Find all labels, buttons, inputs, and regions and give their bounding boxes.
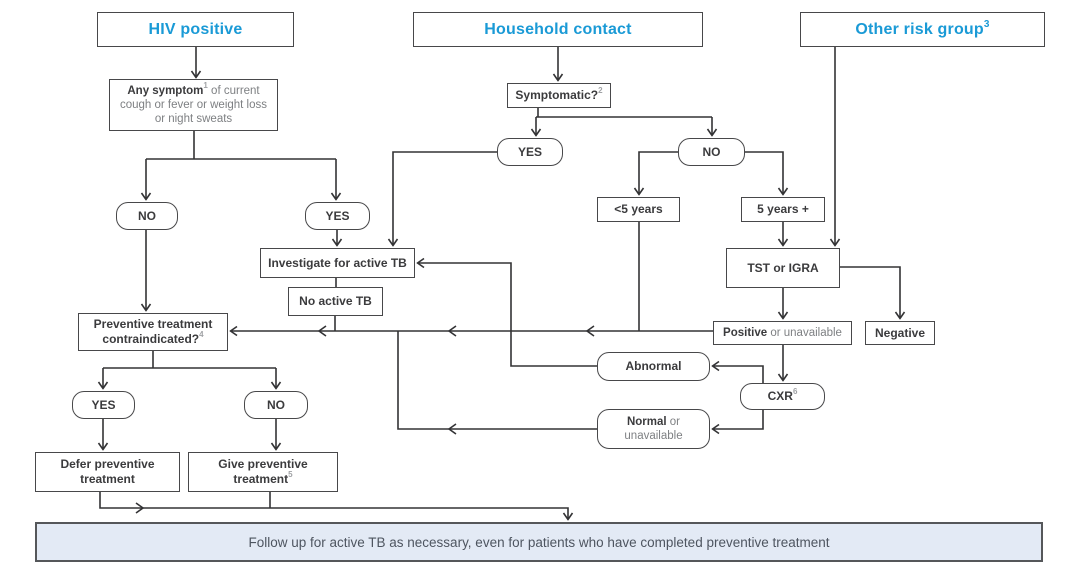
node-investigate-active-tb-label: Investigate for active TB [268, 255, 407, 270]
footnote-2-superscript: 2 [598, 86, 603, 96]
node-no-contraindicated: NO [244, 391, 308, 419]
node-under-5-years-label: <5 years [614, 202, 663, 217]
node-yes-symptom: YES [305, 202, 370, 230]
footnote-4-superscript: 4 [199, 330, 204, 339]
node-negative: Negative [865, 321, 935, 345]
node-give-line1: Give preventive [218, 457, 308, 472]
footnote-3-superscript: 3 [983, 18, 990, 30]
node-symptomatic-label: Symptomatic?2 [515, 86, 603, 103]
node-give-line2: treatment5 [233, 470, 293, 487]
node-no-symptomatic-label: NO [702, 144, 721, 159]
node-any-symptom-line2: cough or fever or weight loss [119, 98, 268, 111]
node-positive-or-unavailable-label: Positive or unavailable [723, 326, 842, 339]
node-any-symptom-line3: or night sweats [154, 113, 233, 125]
node-yes-symptomatic-label: YES [517, 144, 542, 159]
node-yes-symptomatic: YES [497, 138, 563, 166]
footer-follow-up-text: Follow up for active TB as necessary, ev… [248, 534, 830, 550]
node-negative-label: Negative [874, 325, 926, 340]
node-abnormal: Abnormal [597, 352, 710, 381]
node-no-symptom-label: NO [138, 208, 156, 223]
node-no-active-tb-label: No active TB [299, 294, 372, 309]
footer-follow-up-bar: Follow up for active TB as necessary, ev… [35, 522, 1043, 562]
node-give-preventive-treatment: Give preventive treatment5 [188, 452, 338, 492]
node-symptomatic: Symptomatic?2 [507, 83, 611, 108]
node-5-years-plus: 5 years + [741, 197, 825, 222]
header-household-contact: Household contact [413, 12, 703, 47]
node-cxr-label: CXR6 [767, 387, 798, 404]
node-tst-or-igra-label: TST or IGRA [747, 260, 819, 275]
node-normal-line2: unavailable [624, 430, 683, 442]
header-hiv-positive-label: HIV positive [148, 20, 243, 38]
node-any-symptom-line1: Any symptom1 of current [127, 80, 260, 97]
node-under-5-years: <5 years [597, 197, 680, 222]
node-no-active-tb: No active TB [288, 287, 383, 316]
node-normal-line1: Normal or [626, 415, 681, 428]
node-no-symptom: NO [116, 202, 178, 230]
node-no-symptomatic: NO [678, 138, 745, 166]
node-cxr: CXR6 [740, 383, 825, 410]
header-other-risk-group-label: Other risk group3 [855, 18, 990, 38]
node-yes-symptom-label: YES [325, 208, 350, 223]
node-abnormal-label: Abnormal [625, 359, 682, 374]
node-yes-contraindicated: YES [72, 391, 135, 419]
header-other-risk-group: Other risk group3 [800, 12, 1045, 47]
node-yes-contraindicated-label: YES [91, 397, 116, 412]
node-defer-line1: Defer preventive [60, 457, 155, 472]
node-normal-or-unavailable: Normal or unavailable [597, 409, 710, 449]
header-hiv-positive: HIV positive [97, 12, 294, 47]
footnote-5-superscript: 5 [288, 470, 293, 479]
node-positive-or-unavailable: Positive or unavailable [713, 321, 852, 345]
footnote-1-superscript: 1 [203, 80, 208, 90]
node-contraindicated-line1: Preventive treatment [93, 317, 213, 332]
node-defer-preventive-treatment: Defer preventive treatment [35, 452, 180, 492]
node-investigate-active-tb: Investigate for active TB [260, 248, 415, 278]
node-5-years-plus-label: 5 years + [757, 202, 809, 217]
node-preventive-treatment-contraindicated: Preventive treatment contraindicated?4 [78, 313, 228, 351]
header-household-contact-label: Household contact [484, 20, 632, 38]
node-any-symptom: Any symptom1 of current cough or fever o… [109, 79, 278, 131]
node-no-contraindicated-label: NO [267, 397, 285, 412]
node-contraindicated-line2: contraindicated?4 [102, 330, 204, 347]
node-tst-or-igra: TST or IGRA [726, 248, 840, 288]
footnote-6-superscript: 6 [792, 387, 798, 397]
node-defer-line2: treatment [80, 472, 135, 486]
